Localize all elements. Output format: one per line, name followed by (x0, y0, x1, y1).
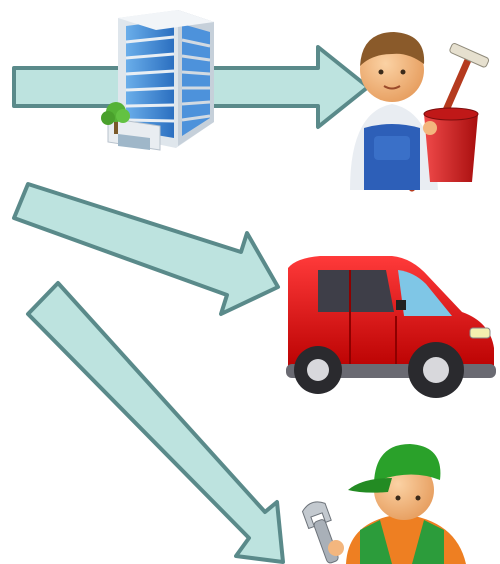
arrow-building-to-worker (28, 283, 283, 562)
cleaning-staff-icon (350, 32, 490, 190)
delivery-van-icon (286, 256, 496, 398)
repair-worker-icon (301, 444, 466, 564)
